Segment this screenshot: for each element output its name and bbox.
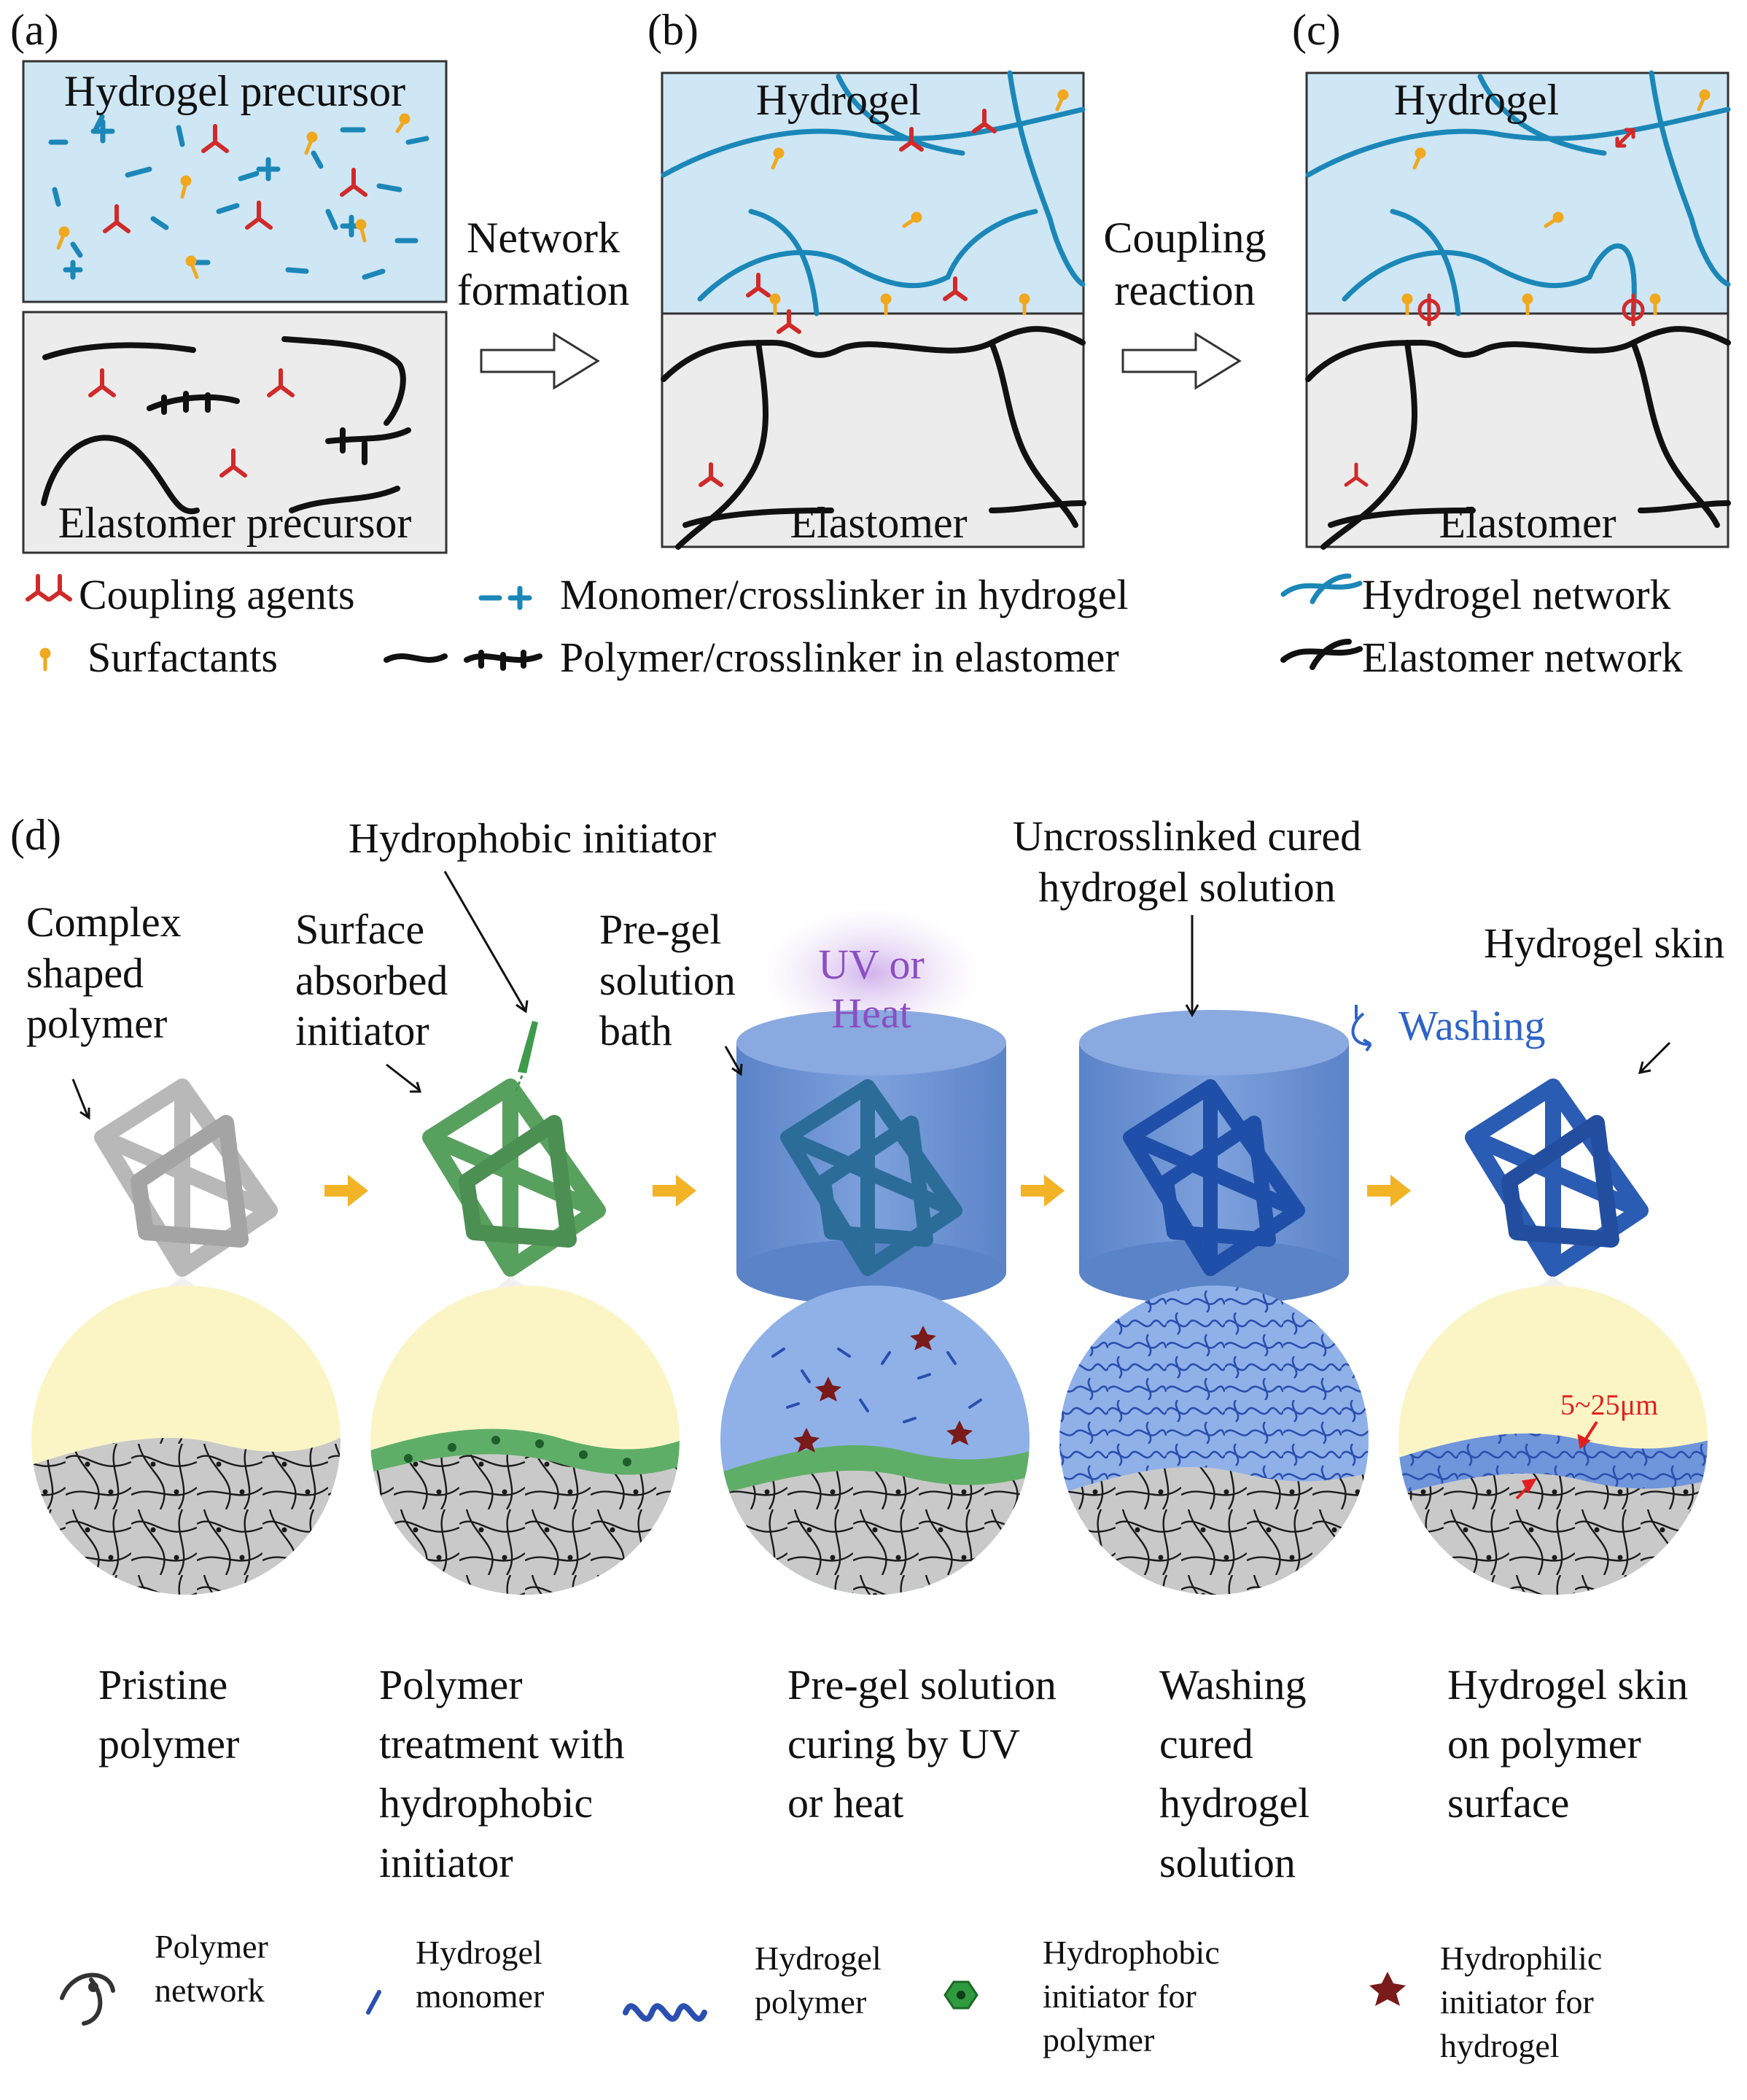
arrow-coupling-reaction — [1121, 332, 1242, 390]
c-elastomer-title: Elastomer — [1439, 499, 1616, 547]
thickness-arrows — [1515, 1420, 1598, 1500]
step-caption-1: Pristine polymer — [98, 1661, 240, 1768]
c-coupled-bonds — [1344, 128, 1645, 487]
b-coupling — [699, 109, 997, 487]
callout-thickness: 5~25μm — [1560, 1388, 1659, 1421]
callout-lines — [71, 871, 1671, 1120]
callout-surface-absorbed: Surface absorbed initiator — [295, 906, 448, 1055]
c-elastomer-network — [1305, 326, 1731, 550]
legend-elastomer-network-icon — [1280, 639, 1363, 670]
zoom-pristine — [31, 1286, 341, 1595]
legend-hydrogel-polymer-label: Hydrogel polymer — [755, 1940, 882, 2021]
legend-hydrogel-polymer-icon — [623, 2003, 707, 2022]
c-hydrogel-title: Hydrogel — [1393, 76, 1560, 124]
legend-hydrophilic-label: Hydrophilic initiator for hydrogel — [1440, 1940, 1603, 2064]
panel-label-c: (c) — [1292, 6, 1341, 54]
legend-surfactants-label: Surfactants — [87, 634, 278, 681]
legend-coupling-label: Coupling agents — [79, 571, 355, 618]
callout-uncrosslinked: Uncrosslinked cured hydrogel solution — [1012, 812, 1362, 911]
callout-hydrophobic-initiator: Hydrophobic initiator — [349, 814, 717, 862]
legend-coupling-icon — [26, 574, 72, 602]
washing-icon — [1351, 1012, 1372, 1052]
legend-polymer-network-label: Polymer network — [155, 1928, 268, 2009]
legend-polymer-label: Polymer/crosslinker in elastomer — [560, 634, 1119, 681]
callout-complex-shaped: Complex shaped polymer — [26, 898, 182, 1048]
bath-cured — [1079, 1010, 1349, 1305]
a-elastomer-title: Elastomer precursor — [58, 499, 412, 547]
zoom-skin — [1398, 1286, 1708, 1595]
zoom-cured — [1059, 1286, 1369, 1595]
callout-washing: Washing — [1398, 1002, 1546, 1049]
panel-label-b: (b) — [647, 6, 699, 54]
legend-polymer-network-icon — [60, 1972, 115, 2026]
legend-elastomer-network-label: Elastomer network — [1362, 634, 1683, 681]
arrow2-label: Coupling reaction — [1103, 214, 1267, 314]
arrow1-label: Network formation — [456, 214, 630, 314]
legend-hydrophilic-initiator-icon — [1369, 1972, 1406, 2006]
panel-label-d: (d) — [10, 811, 61, 859]
step-arrows — [324, 1175, 1411, 1207]
step-caption-2: Polymer treatment with hydrophobic initi… — [379, 1661, 625, 1886]
initiator-dropper — [518, 1021, 538, 1073]
a-hydrogel-title: Hydrogel precursor — [63, 67, 406, 115]
a-hydrogel-box — [22, 60, 448, 303]
lattice-pristine — [94, 1078, 278, 1277]
b-hydrogel-network — [661, 70, 1086, 316]
step-caption-5: Hydrogel skin on polymer surface — [1447, 1661, 1689, 1827]
uv-glow — [762, 908, 981, 1039]
a-coupling-agents — [88, 124, 367, 478]
arrow-network-formation — [480, 332, 600, 390]
legend-hydrophobic-label: Hydrophobic initiator for polymer — [1043, 1934, 1220, 2058]
legend-monomer-icon — [478, 586, 532, 610]
a-monomers — [48, 114, 429, 280]
c-hydrogel-network — [1305, 70, 1731, 316]
c-surfactants — [1401, 89, 1711, 316]
legend-monomer-label: Monomer/crosslinker in hydrogel — [560, 571, 1129, 618]
legend-polymer-icon — [384, 650, 542, 671]
b-surfactants — [769, 89, 1069, 316]
step-caption-3: Pre-gel solution curing by UV or heat — [787, 1661, 1057, 1827]
a-surfactants — [56, 113, 411, 279]
b-hydrogel-title: Hydrogel — [755, 76, 922, 124]
lattice-skin — [1465, 1078, 1649, 1277]
a-elastomer-polymers — [41, 336, 411, 515]
legend-hydrogel-network-icon — [1280, 573, 1363, 604]
lattice-treated — [422, 1078, 606, 1277]
legend-hydrogel-monomer-icon — [366, 1990, 381, 2015]
legend-hydrogel-monomer-label: Hydrogel monomer — [416, 1934, 545, 2015]
zoom-treated — [370, 1286, 680, 1595]
zoom-pregel — [720, 1286, 1030, 1595]
callout-uv-heat: UV or Heat — [818, 941, 925, 1037]
b-elastomer-title: Elastomer — [790, 499, 968, 547]
legend-hydrogel-network-label: Hydrogel network — [1362, 571, 1671, 618]
legend-surfactant-icon — [39, 648, 51, 672]
b-elastomer-network — [661, 326, 1086, 550]
callout-hydrogel-skin: Hydrogel skin — [1484, 919, 1725, 967]
panel-label-a: (a) — [10, 6, 59, 54]
step-caption-4: Washing cured hydrogel solution — [1159, 1661, 1310, 1886]
callout-pregel-bath: Pre-gel solution bath — [599, 906, 736, 1055]
bath-pregel — [736, 1010, 1006, 1305]
legend-hydrophobic-initiator-icon — [943, 1980, 978, 2010]
